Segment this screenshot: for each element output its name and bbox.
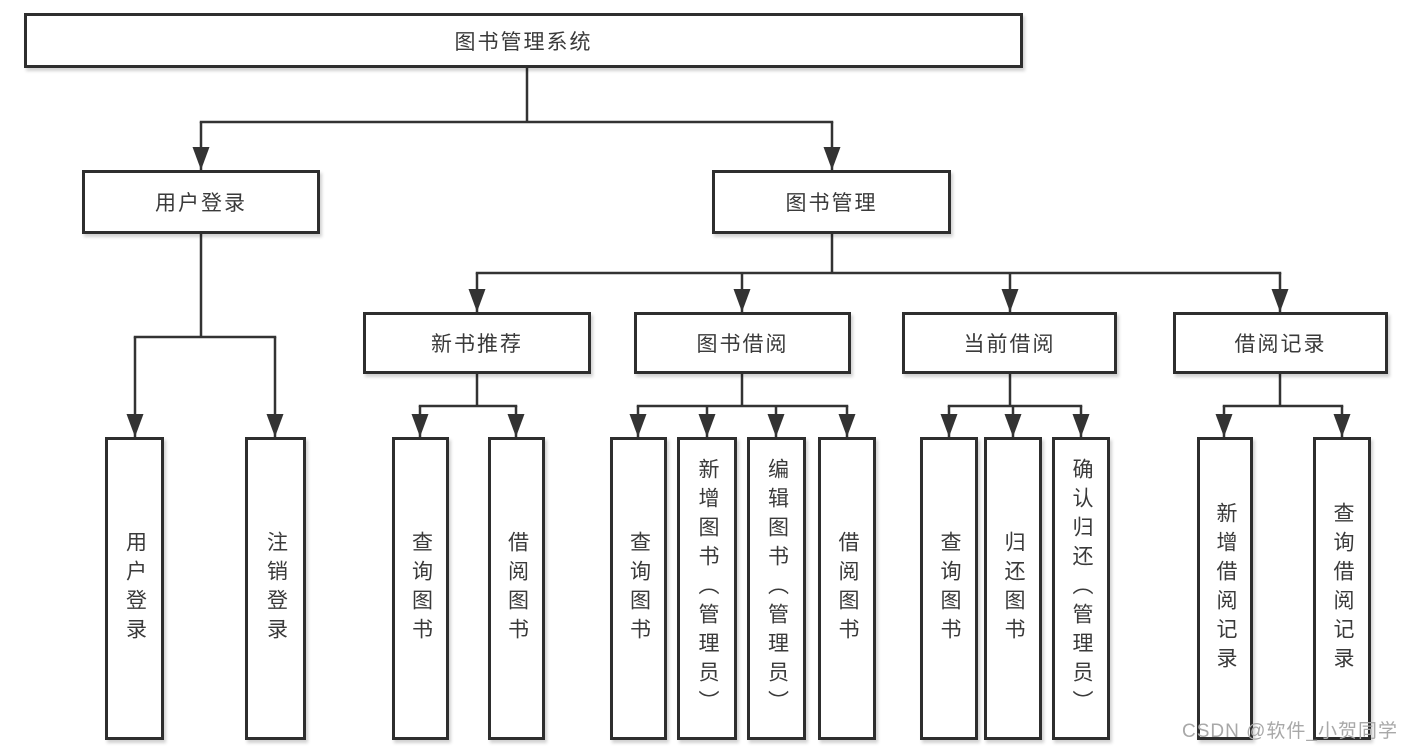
connector-user-login-to-leaves: [126, 234, 284, 437]
leaf-query-books-current: 查询图书: [920, 437, 978, 740]
connector-book-mgmt-to-level2: [468, 234, 1289, 312]
node-user-login: 用户登录: [82, 170, 320, 234]
leaf-return-books: 归还图书: [984, 437, 1042, 740]
connector-book-borrow-to-leaves: [629, 374, 856, 437]
connector-current-borrow-to-leaves: [940, 374, 1090, 437]
node-book-borrowing: 图书借阅: [634, 312, 851, 374]
node-borrowing-records: 借阅记录: [1173, 312, 1388, 374]
connector-root-to-level1: [192, 68, 841, 170]
node-new-book-recommendation: 新书推荐: [363, 312, 591, 374]
connector-new-books-to-leaves: [411, 374, 525, 437]
node-book-management: 图书管理: [712, 170, 951, 234]
leaf-confirm-return-admin: 确认归还（管理员）: [1052, 437, 1110, 740]
leaf-user-login: 用户登录: [105, 437, 164, 740]
node-current-borrowing: 当前借阅: [902, 312, 1117, 374]
leaf-logout: 注销登录: [245, 437, 306, 740]
leaf-edit-books-admin: 编辑图书（管理员）: [747, 437, 806, 740]
leaf-query-borrow-record: 查询借阅记录: [1313, 437, 1371, 740]
leaf-add-borrow-record: 新增借阅记录: [1197, 437, 1253, 740]
leaf-query-books-borrowing: 查询图书: [610, 437, 667, 740]
leaf-query-books-newbooks: 查询图书: [392, 437, 449, 740]
connector-borrow-records-to-leaves: [1215, 374, 1351, 437]
csdn-watermark: CSDN @软件_小贺同学: [1182, 721, 1398, 742]
leaf-borrow-books-borrowing: 借阅图书: [818, 437, 876, 740]
leaf-add-books-admin: 新增图书（管理员）: [677, 437, 737, 740]
leaf-borrow-books-newbooks: 借阅图书: [488, 437, 545, 740]
node-root-library-system: 图书管理系统: [24, 13, 1023, 68]
